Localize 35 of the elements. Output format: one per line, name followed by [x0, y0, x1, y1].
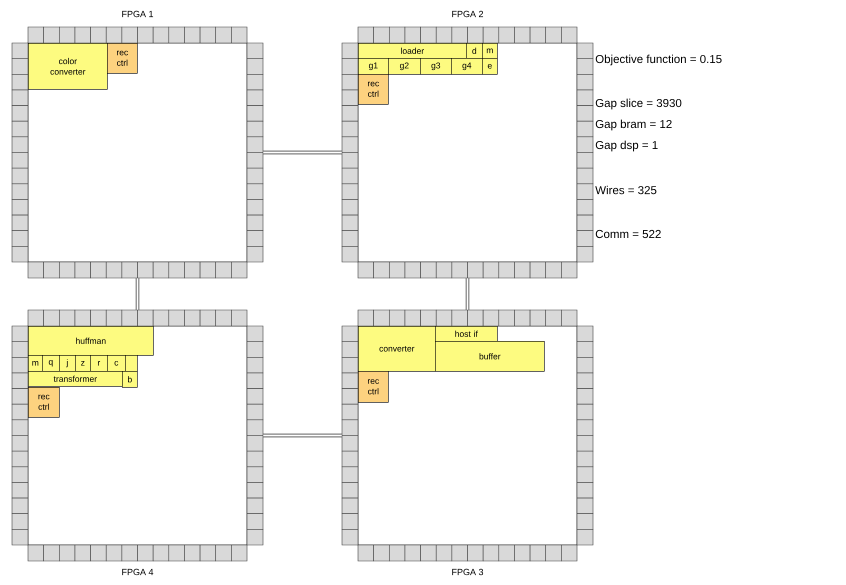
node-label: FPGA 2	[452, 10, 484, 18]
node-label: FPGA 4	[122, 568, 154, 576]
module-box: rec ctrl	[28, 387, 60, 418]
module-box: color converter	[28, 43, 108, 90]
module-box: d	[466, 43, 483, 59]
link-line	[136, 278, 140, 310]
module-box: host if	[435, 326, 498, 342]
module-box: rec ctrl	[358, 371, 389, 403]
module-box: m	[28, 355, 43, 372]
module-box: g1	[358, 58, 389, 75]
result-label: Gap dsp = 1	[596, 140, 658, 152]
result-label: Comm = 522	[596, 230, 661, 238]
node-label: FPGA 3	[452, 568, 484, 576]
module-box: rec ctrl	[358, 74, 389, 105]
result-label: Gap slice = 3930	[596, 98, 682, 110]
module-box: b	[122, 371, 138, 388]
module-box	[125, 355, 138, 372]
result-label: Gap bram = 12	[596, 120, 672, 130]
module-box: m	[482, 43, 498, 59]
link-line	[263, 434, 342, 438]
result-label: Objective function = 0.15	[596, 54, 722, 66]
module-box: rec ctrl	[107, 43, 138, 74]
module-box: q	[42, 355, 60, 372]
module-box: z	[75, 355, 91, 372]
module-box: g2	[388, 58, 421, 75]
node-label: FPGA 1	[122, 10, 154, 18]
result-label: Wires = 325	[595, 186, 656, 194]
module-box: r	[90, 355, 108, 372]
link-line	[466, 278, 470, 310]
module-box: j	[59, 355, 76, 372]
module-box: c	[107, 355, 126, 372]
module-box: converter	[358, 326, 436, 372]
module-box: g3	[420, 58, 452, 75]
module-box: e	[482, 58, 498, 75]
link-line	[263, 150, 342, 154]
